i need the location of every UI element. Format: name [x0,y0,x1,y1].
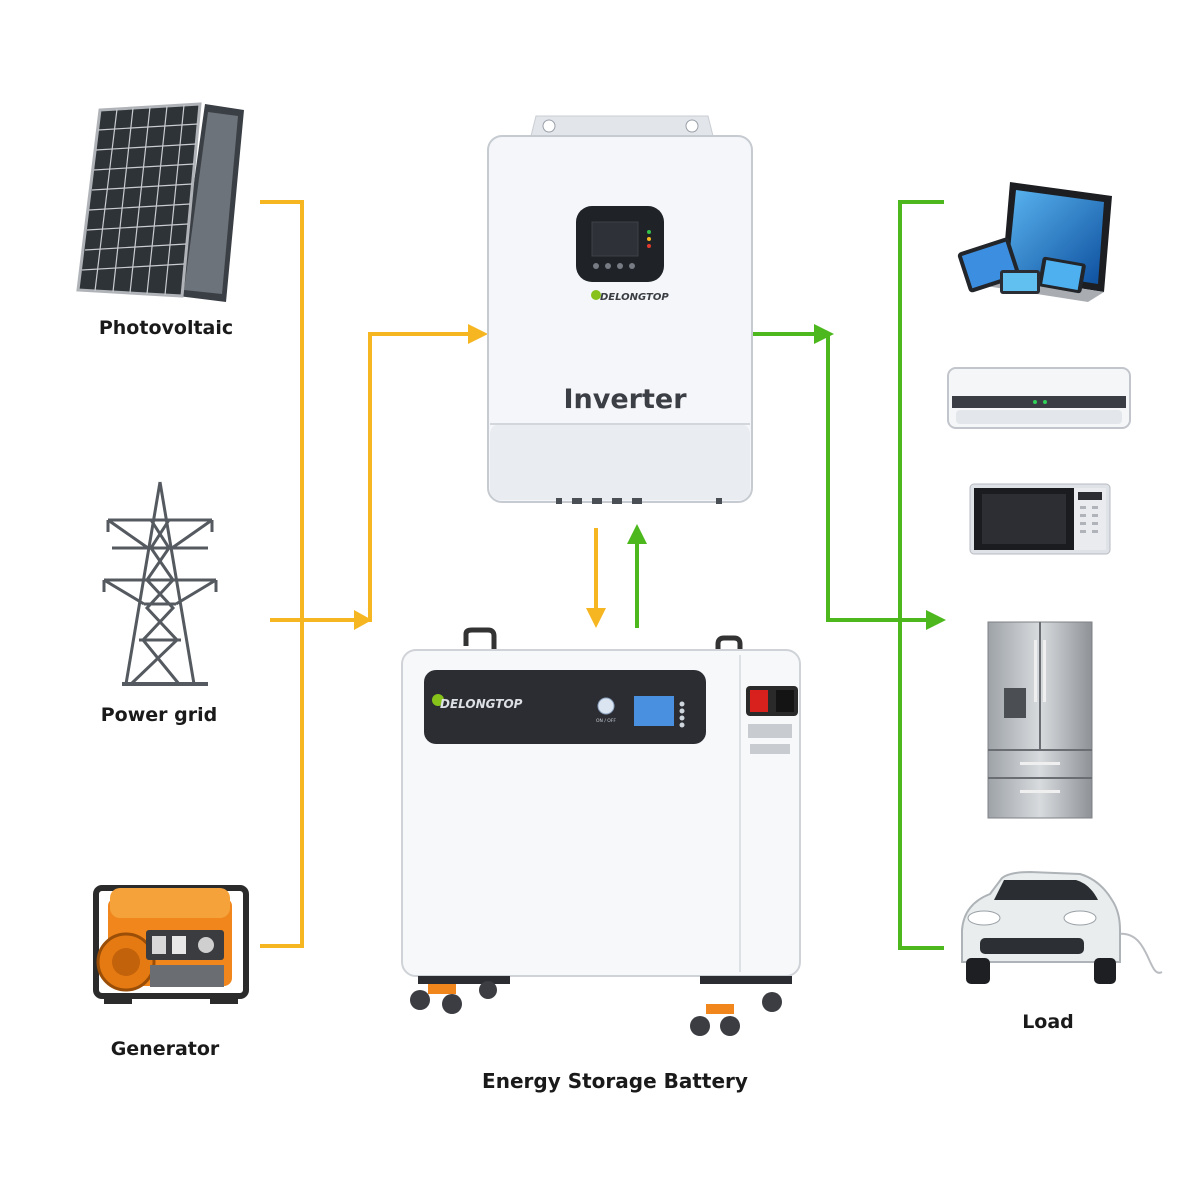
output-arrowheads [627,324,946,630]
inverter-device [487,115,753,504]
solar-panel-icon [76,102,244,302]
inverter-label: Inverter [563,384,687,415]
battery-brand-logo: DELONGTOP [440,697,523,711]
air-conditioner-icon [947,367,1131,429]
battery-device [401,627,801,1036]
power-grid-label: Power grid [101,704,218,726]
electric-car-icon [961,870,1163,984]
load-label: Load [1022,1011,1074,1033]
output-flow-lines [635,200,944,950]
microwave-icon [969,483,1111,555]
input-flow-lines [260,200,598,948]
refrigerator-icon [987,621,1093,819]
generator-label: Generator [111,1038,220,1060]
generator-icon [93,885,249,1004]
battery-switch-label: ON / OFF [596,718,616,724]
laptop-icon [957,182,1112,302]
input-arrowheads [354,324,606,630]
inverter-brand-logo: DELONGTOP [600,292,669,303]
transmission-tower-icon [102,481,218,686]
battery-label: Energy Storage Battery [482,1069,748,1093]
photovoltaic-label: Photovoltaic [99,317,233,339]
